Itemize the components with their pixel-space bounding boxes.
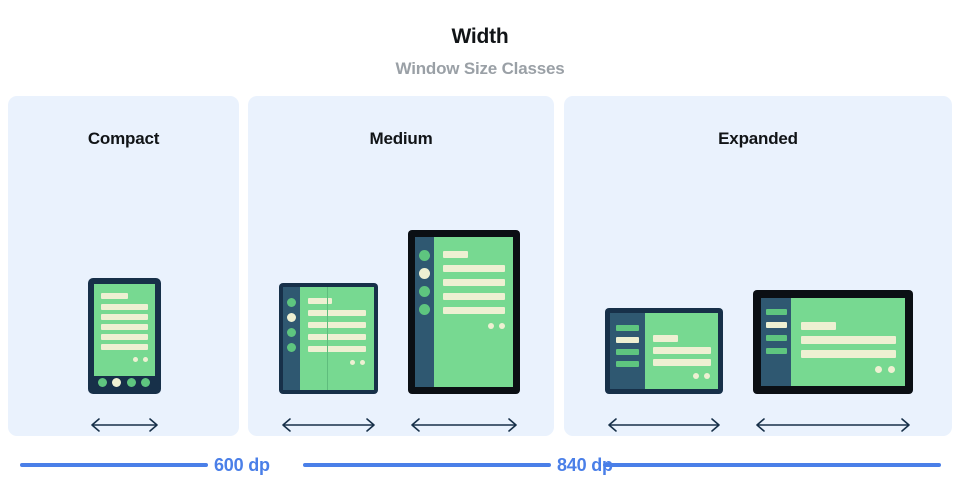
width-arrow-icon	[753, 414, 913, 436]
small-tablet-frame	[605, 308, 723, 394]
device-phone	[87, 278, 161, 394]
small-tablet-nav-rail	[610, 313, 645, 389]
breakpoint-legend: 600 dp 840 dp	[0, 449, 960, 481]
device-group-expanded	[564, 186, 952, 436]
foldable-screen	[300, 287, 374, 390]
panel-medium: Medium	[248, 96, 554, 436]
panel-expanded: Expanded	[564, 96, 952, 436]
device-portrait-tablet	[408, 230, 520, 394]
device-foldable	[279, 283, 378, 394]
small-tablet-screen	[645, 313, 718, 389]
device-group-medium	[248, 186, 554, 436]
portrait-tablet-frame	[408, 230, 520, 394]
device-large-tablet	[753, 290, 913, 394]
device-small-tablet	[605, 308, 723, 394]
foldable-nav-rail	[283, 287, 300, 390]
breakpoint-label-600dp: 600 dp	[214, 455, 270, 475]
legend-rule-left	[20, 463, 208, 467]
phone-screen	[93, 284, 155, 376]
portrait-tablet-nav-rail	[415, 237, 434, 387]
panel-compact: Compact	[8, 96, 239, 436]
diagram-header: Width Window Size Classes	[0, 0, 960, 79]
panel-title-medium: Medium	[369, 129, 433, 148]
large-tablet-frame	[753, 290, 913, 394]
breakpoint-label-840dp: 840 dp	[557, 455, 613, 475]
panel-title-compact: Compact	[87, 129, 160, 148]
page-title: Width	[451, 25, 509, 48]
large-tablet-screen	[791, 298, 905, 386]
width-arrow-icon	[605, 414, 723, 436]
width-arrow-icon	[279, 414, 378, 436]
device-group-compact	[8, 186, 239, 436]
large-tablet-nav-rail	[761, 298, 791, 386]
page-subtitle: Window Size Classes	[395, 59, 565, 78]
legend-rule-middle	[303, 463, 551, 467]
portrait-tablet-screen	[434, 237, 513, 387]
phone-frame	[87, 278, 161, 394]
size-class-panels: Compact	[0, 96, 960, 436]
legend-rule-right	[603, 463, 941, 467]
fold-seam	[327, 287, 328, 390]
width-arrow-icon	[88, 414, 161, 436]
foldable-frame	[279, 283, 378, 394]
width-arrow-icon	[408, 414, 520, 436]
panel-title-expanded: Expanded	[718, 129, 798, 148]
phone-bottom-nav	[93, 376, 155, 389]
